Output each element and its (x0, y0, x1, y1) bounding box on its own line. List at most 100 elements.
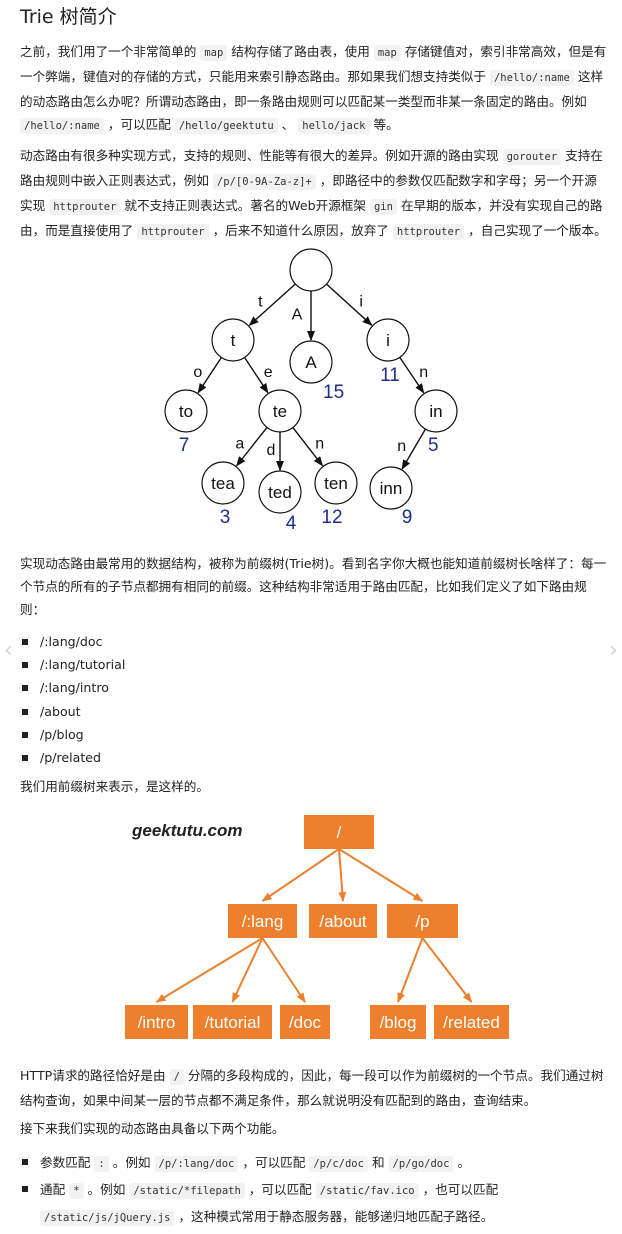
node-value: 15 (323, 382, 344, 403)
node-value: 7 (179, 435, 190, 456)
trie-node (258, 470, 302, 514)
node-label: ted (268, 483, 292, 502)
inline-code: /p/go/doc (388, 1156, 454, 1172)
node-label: inn (380, 479, 403, 498)
route-node-label: /tutorial (205, 1013, 261, 1032)
trie-edge (197, 357, 222, 394)
node-label: A (305, 353, 317, 372)
prev-arrow-icon[interactable]: ‹ (4, 638, 13, 663)
node-value: 12 (321, 507, 342, 528)
trie-node (201, 461, 245, 505)
paragraph-trie-explain: 实现动态路由最常用的数据结构，被称为前缀树(Trie树)。看到名字你大概也能知道… (20, 556, 607, 617)
trie-diagram-routes: geektutu.com / /:lang/about/p/intro/tutor… (125, 815, 509, 1039)
edge-label: n (397, 438, 406, 455)
trie-node (258, 389, 302, 433)
route-node (434, 1005, 509, 1039)
node-value: 5 (428, 435, 439, 456)
route-node-label: /p (415, 912, 429, 931)
route-item: /p/related (20, 746, 125, 769)
trie-edge (292, 427, 324, 467)
trie-node (289, 248, 333, 292)
inline-code: map (200, 45, 228, 61)
inline-code: hello/jack (298, 118, 370, 134)
inline-code: * (69, 1183, 84, 1199)
node-label: t (231, 331, 236, 350)
node-label: in (429, 402, 442, 421)
inline-code: /hello/:name (20, 118, 104, 134)
inline-code: gorouter (502, 149, 562, 165)
inline-code: gin (369, 199, 397, 215)
trie-edge (248, 283, 296, 326)
edge-label: o (193, 364, 202, 381)
route-node (228, 904, 297, 938)
inline-code: /hello/geektutu (174, 118, 278, 134)
trie-edge (399, 357, 425, 394)
route-node-label: / (337, 823, 342, 842)
route-node-label: /blog (380, 1013, 417, 1032)
route-node-label: /doc (289, 1013, 322, 1032)
node-label: ten (324, 474, 348, 493)
inline-code: map (373, 45, 401, 61)
trie-node (369, 466, 413, 510)
trie-edge (326, 283, 373, 326)
route-node (309, 904, 377, 938)
edge-label: A (292, 307, 303, 324)
paragraph-features-intro: 接下来我们实现的动态路由具备以下两个功能。 (20, 1121, 285, 1136)
next-arrow-icon[interactable]: › (609, 638, 618, 663)
route-node-label: /about (319, 912, 367, 931)
route-node (280, 1005, 330, 1039)
route-edge (421, 937, 473, 1003)
edge-label: n (419, 364, 428, 381)
route-edge (261, 937, 306, 1003)
route-node (193, 1005, 272, 1039)
inline-code: /hello/:name (489, 70, 574, 86)
route-edge (397, 937, 424, 1003)
inline-code: /static/*filepath (129, 1183, 245, 1199)
route-item: /p/blog (20, 723, 125, 746)
watermark-text: geektutu.com (131, 821, 243, 840)
paragraph-implementations: 动态路由有很多种实现方式，支持的规则、性能等有很大的差异。例如开源的路由实现 g… (20, 148, 607, 240)
route-edge (155, 937, 264, 1003)
node-value: 9 (402, 507, 413, 528)
feature-item: 通配 * 。例如 /static/*filepath ，可以匹配 /static… (20, 1177, 610, 1231)
edge-label: i (359, 294, 363, 311)
inline-code: /static/fav.ico (315, 1183, 419, 1199)
route-item: /:lang/intro (20, 676, 125, 699)
route-item: /about (20, 700, 125, 723)
route-node (125, 1005, 188, 1039)
route-node (387, 904, 458, 938)
edge-label: e (264, 364, 273, 381)
inline-code: /p/:lang/doc (154, 1156, 239, 1172)
route-item: /:lang/tutorial (20, 653, 125, 676)
trie-node (164, 389, 208, 433)
route-node-label: /:lang (242, 912, 284, 931)
route-node-label: /related (443, 1013, 500, 1032)
route-edge (338, 848, 424, 902)
trie-node (414, 389, 458, 433)
inline-code: /p/c/doc (309, 1156, 368, 1172)
node-label: i (386, 331, 390, 350)
route-node (370, 1005, 426, 1039)
edge-label: n (315, 436, 324, 453)
route-list: /:lang/doc/:lang/tutorial/:lang/intro/ab… (20, 630, 125, 769)
inline-code: httprouter (49, 199, 121, 215)
inline-code: / (169, 1069, 184, 1085)
route-node-label: /intro (138, 1013, 176, 1032)
trie-edge (236, 427, 268, 467)
node-value: 4 (286, 513, 297, 534)
route-edge (338, 848, 347, 902)
trie-node (289, 340, 333, 384)
trie-edge (401, 428, 427, 470)
route-node (304, 815, 374, 849)
node-label: to (179, 402, 193, 421)
paragraph-http-path: HTTP请求的路径恰好是由 / 分隔的多段构成的，因此，每一段可以作为前缀树的一… (20, 1068, 604, 1108)
inline-code: : (94, 1156, 109, 1172)
route-edge (231, 937, 264, 1003)
feature-list: 参数匹配 : 。例如 /p/:lang/doc ，可以匹配 /p/c/doc 和… (20, 1150, 610, 1231)
edge-label: a (235, 436, 244, 453)
page-title: Trie 树简介 (20, 6, 117, 28)
inline-code: /static/js/jQuery.js (40, 1210, 175, 1226)
inline-code: httprouter (392, 224, 465, 240)
edge-label: t (258, 294, 263, 311)
